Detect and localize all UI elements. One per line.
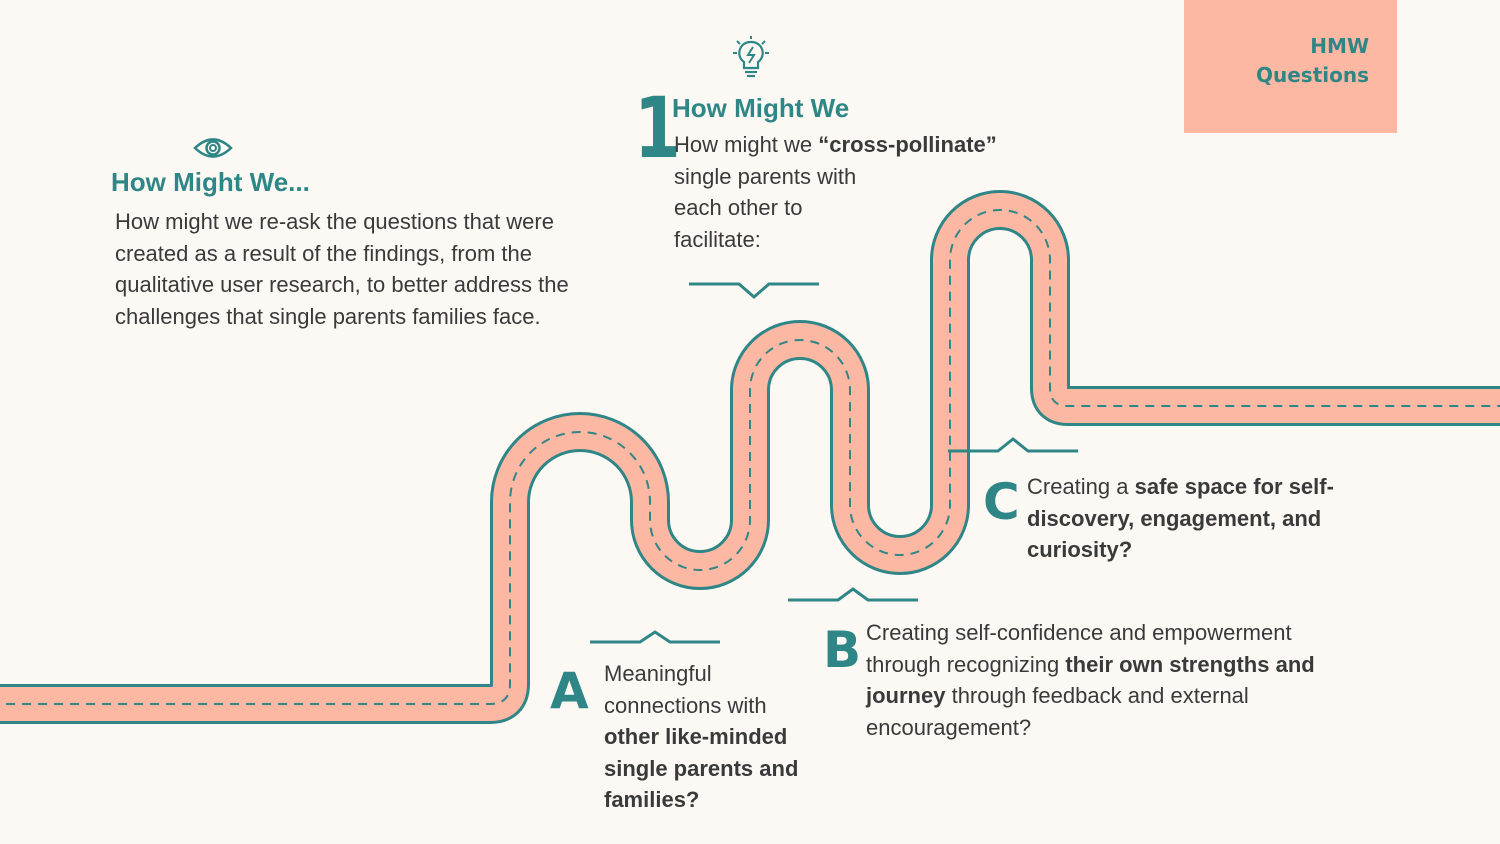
letter-b: B — [823, 621, 862, 679]
item-a-text-1: Meaningful connections with — [604, 661, 767, 718]
bracket-main — [689, 282, 819, 299]
bracket-a — [590, 630, 720, 644]
item-b-text-2: through feedback and external encouragem… — [866, 683, 1249, 740]
section-number: 1 — [634, 79, 681, 177]
lightbulb-icon — [730, 36, 772, 85]
hmw-questions-tag: HMW Questions — [1184, 0, 1397, 133]
item-c-text-1: Creating a — [1027, 474, 1135, 499]
item-c-text: Creating a safe space for self-discovery… — [1027, 471, 1357, 566]
letter-c: C — [983, 473, 1020, 531]
item-b-text: Creating self-confidence and empowerment… — [866, 617, 1336, 743]
tag-line-1: HMW — [1310, 34, 1369, 58]
main-text-prefix: How might we — [674, 132, 819, 157]
bracket-c — [948, 437, 1078, 453]
tag-text: HMW Questions — [1256, 32, 1369, 90]
item-b-text-1: Creating self-confidence and empowerment… — [866, 620, 1292, 677]
item-a-bold: other like-minded single parents and fam… — [604, 724, 799, 812]
main-text: How might we “cross-pollinate” single pa… — [674, 129, 1019, 255]
letter-a: A — [550, 662, 589, 720]
eye-icon — [193, 135, 233, 166]
item-c-bold: safe space for self-discovery, engagemen… — [1027, 474, 1334, 562]
main-heading: How Might We — [672, 93, 850, 123]
intro-text: How might we re-ask the questions that w… — [115, 209, 569, 329]
tag-line-2: Questions — [1255, 63, 1369, 87]
item-b-bold: their own strengths and journey — [866, 651, 1315, 709]
main-text-suffix: single parents with each other to facili… — [674, 163, 857, 252]
item-a-text: Meaningful connections with other like-m… — [604, 658, 814, 816]
bracket-b — [788, 587, 918, 602]
intro-heading: How Might We... — [111, 167, 310, 197]
main-text-bold: “cross-pollinate” — [818, 132, 997, 157]
